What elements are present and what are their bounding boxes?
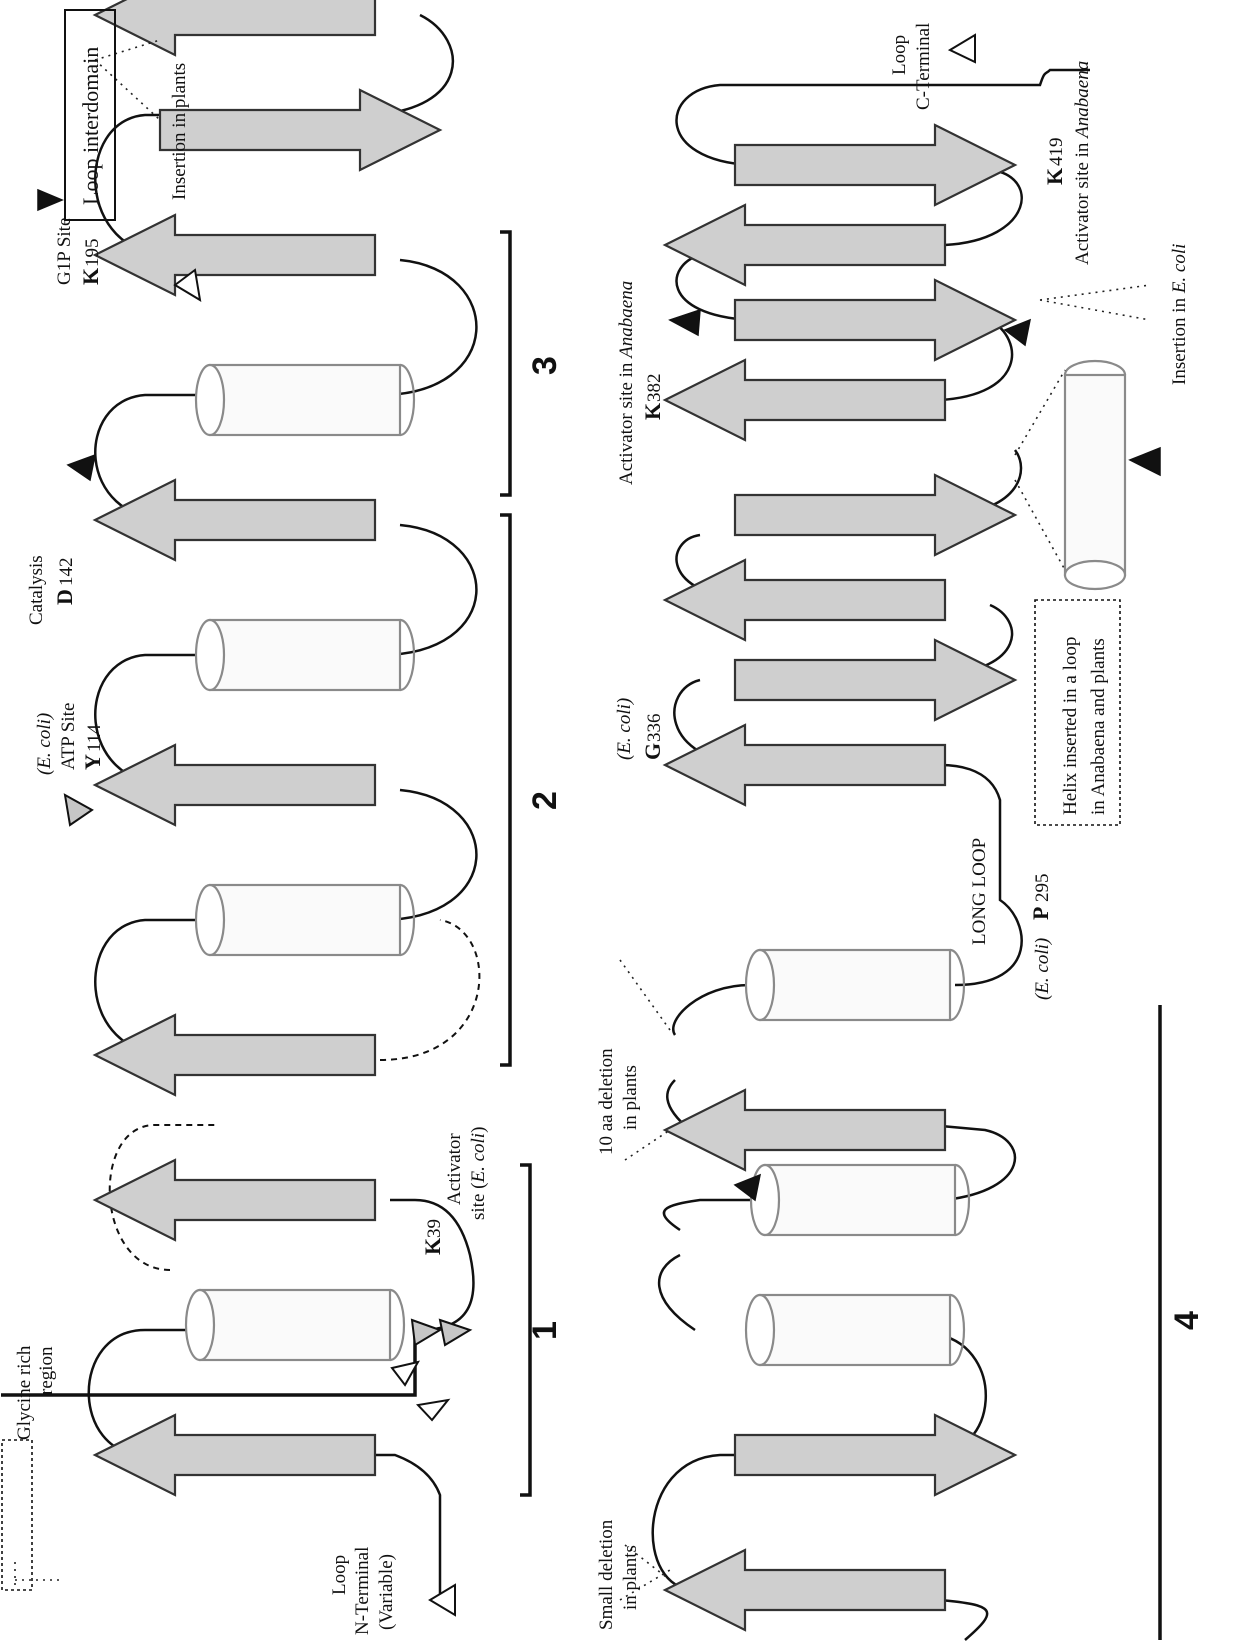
bracket-domain-3 [500,230,512,497]
grey-triangle-icon [438,1318,473,1347]
y114-num: 114 [84,724,105,752]
p295-label: P [1028,907,1053,920]
k195-label: K [78,268,103,285]
filled-triangle-icon [668,308,701,337]
loop-c-terminal-label-2: C-Terminal [913,23,934,110]
grey-triangle-icon [63,793,94,827]
filled-triangle-icon [37,188,64,212]
filled-triangle-icon [1128,446,1161,477]
loop-c-terminal-label: Loop [889,35,910,75]
domain-1-number: 1 [526,1321,564,1340]
inserted-helix [1014,359,1127,591]
filled-triangle-icon [66,453,96,482]
g1p-site-label: G1P Site [54,218,75,285]
small-deletion-label-2: in plants [620,1545,641,1610]
loop-interdomain-box [64,9,116,221]
k419-num: 419 [1046,138,1067,167]
open-triangle-icon [947,33,976,64]
activator-anabaena-label: Activator site in Anabaena [616,281,637,485]
helix-inserted-label-2: in Anabaena and plants [1088,638,1109,815]
open-triangle-icon [173,268,202,302]
insertion-ecoli-label: Insertion in E. coli [1169,244,1190,385]
small-deletion-label: Small deletion [596,1519,617,1630]
glycine-bracket [14,1560,60,1585]
site-markers [37,33,1161,1617]
g336-num: 336 [644,714,665,743]
insertion-plants-label: Insertion in plants [169,63,190,200]
glycine-box [1,1439,33,1591]
helix-inserted-label: Helix inserted in a loop [1060,637,1081,815]
glycine-label: Glycine rich [14,1345,35,1440]
y114-label: Y [80,754,105,770]
labels: Loop N-Terminal (Variable) Glycine rich … [14,23,1206,1635]
ten-aa-deletion-label: 10 aa deletion [596,1048,617,1155]
open-triangle-icon [428,1583,456,1617]
p295-ecoli-label: (E. coli) [1032,938,1053,1000]
activator-anabaena2-label: Activator site in Anabaena [1072,61,1093,265]
k39-label: K [420,1238,445,1255]
long-loop-label: LONG LOOP [969,838,990,945]
open-triangle-icon [390,1360,420,1387]
loop-n-terminal-label: Loop [329,1555,350,1595]
filled-triangle-icon [733,1173,762,1202]
left-topology [1,0,481,1600]
atp-ecoli-label: (E. coli) [34,713,55,775]
k419-label: K [1042,168,1067,185]
activator-ecoli-label: Activator [444,1133,465,1205]
atp-site-label: ATP Site [58,703,79,770]
catalysis-label: Catalysis [26,555,47,625]
d142-num: 142 [56,558,77,587]
domain-3-number: 3 [526,356,564,375]
k39-num: 39 [424,1219,445,1238]
loop-n-terminal-label-2: N-Terminal [352,1547,373,1635]
p295-num: 295 [1032,874,1053,903]
k382-label: K [640,403,665,420]
g336-ecoli-label: (E. coli) [614,698,635,760]
bracket-domain-2 [500,513,512,1067]
loop-interdomain-label: Loop interdomain [78,47,103,205]
k382-num: 382 [644,374,665,403]
ten-aa-deletion-label-2: in plants [620,1065,641,1130]
open-triangle-icon [415,1398,451,1422]
filled-triangle-icon [1003,318,1032,347]
domain-4-number: 4 [1168,1311,1206,1330]
bracket-domain-1 [520,1163,532,1497]
loop-n-terminal-label-3: (Variable) [376,1554,397,1630]
domain-brackets-left [500,230,1162,1640]
helix-inserted-box [1034,599,1121,826]
d142-label: D [52,589,77,605]
grey-triangle-icon [410,1318,443,1347]
g336-label: G [640,743,665,760]
activator-ecoli-label-2: site (E. coli) [468,1127,489,1220]
glycine-label-2: region [36,1346,57,1395]
domain-2-number: 2 [526,791,564,810]
k195-num: 195 [82,239,103,268]
right-topology [94,39,1151,1641]
